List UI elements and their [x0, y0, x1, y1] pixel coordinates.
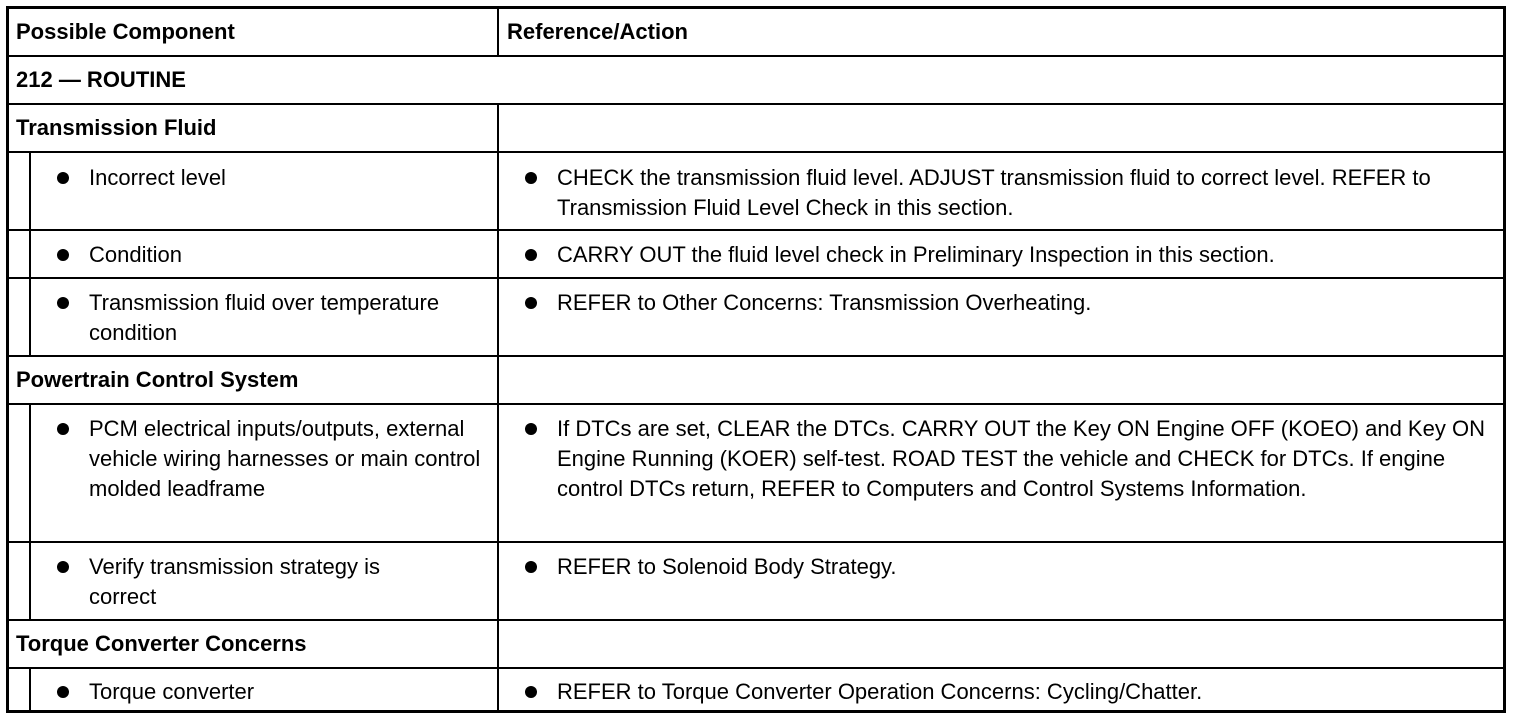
bullet-icon: [57, 561, 69, 573]
table-row: Incorrect level CHECK the transmission f…: [9, 153, 1503, 231]
action-text: CARRY OUT the fluid level check in Preli…: [557, 242, 1275, 267]
table-row: PCM electrical inputs/outputs, external …: [9, 405, 1503, 543]
component-text: Condition: [89, 242, 182, 267]
diagnostic-table: Possible Component Reference/Action 212 …: [6, 6, 1506, 713]
routine-title: 212 — ROUTINE: [16, 67, 186, 92]
table-header-row: Possible Component Reference/Action: [9, 9, 1503, 57]
action-text: CHECK the transmission fluid level. ADJU…: [557, 165, 1431, 220]
action-text: REFER to Torque Converter Operation Conc…: [557, 679, 1203, 704]
bullet-icon: [525, 423, 537, 435]
table-row: Condition CARRY OUT the fluid level chec…: [9, 231, 1503, 279]
bullet-icon: [57, 297, 69, 309]
component-text: Transmission fluid over temperature cond…: [89, 290, 440, 345]
bullet-icon: [57, 686, 69, 698]
bullet-icon: [525, 686, 537, 698]
section-header-row: Torque Converter Concerns: [9, 621, 1503, 669]
bullet-icon: [525, 249, 537, 261]
table-row: Verify transmission strategy is correct …: [9, 543, 1503, 621]
bullet-icon: [525, 297, 537, 309]
action-text: If DTCs are set, CLEAR the DTCs. CARRY O…: [557, 416, 1485, 501]
component-text: Torque converter: [89, 679, 255, 704]
bullet-icon: [525, 561, 537, 573]
bullet-icon: [57, 172, 69, 184]
routine-row: 212 — ROUTINE: [9, 57, 1503, 105]
bullet-icon: [57, 423, 69, 435]
component-text: Verify transmission strategy is correct: [89, 554, 380, 609]
bullet-icon: [57, 249, 69, 261]
section-title: Powertrain Control System: [16, 367, 299, 392]
section-header-row: Powertrain Control System: [9, 357, 1503, 405]
section-header-row: Transmission Fluid: [9, 105, 1503, 153]
section-title: Transmission Fluid: [16, 115, 217, 140]
bullet-icon: [525, 172, 537, 184]
column-header-action: Reference/Action: [507, 19, 688, 44]
column-header-component: Possible Component: [16, 19, 235, 44]
table-row: Torque converter REFER to Torque Convert…: [9, 669, 1503, 710]
section-title: Torque Converter Concerns: [16, 631, 307, 656]
table-row: Transmission fluid over temperature cond…: [9, 279, 1503, 357]
action-text: REFER to Solenoid Body Strategy.: [557, 554, 897, 579]
action-text: REFER to Other Concerns: Transmission Ov…: [557, 290, 1092, 315]
component-text: Incorrect level: [89, 165, 226, 190]
component-text: PCM electrical inputs/outputs, external …: [89, 416, 481, 501]
